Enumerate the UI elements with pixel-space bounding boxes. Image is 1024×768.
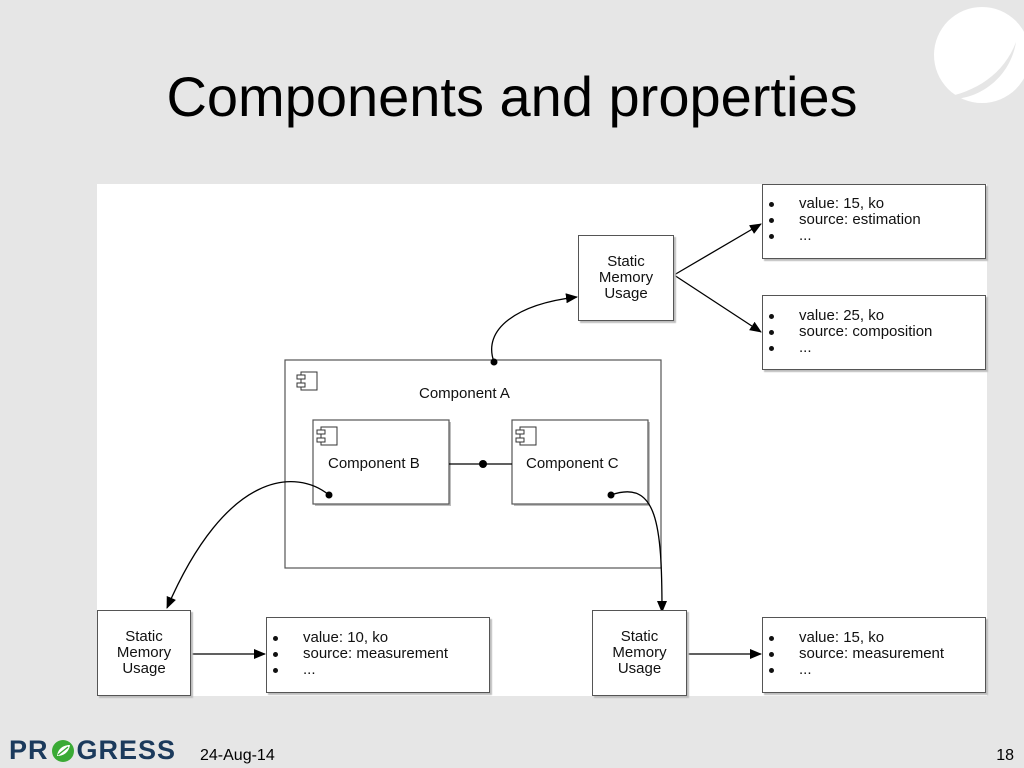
property-item: ... (273, 662, 489, 678)
diagram: Component A Component B Component C Stat… (97, 184, 987, 696)
property-item: value: 10, ko (273, 630, 489, 646)
component-a-label: Component A (419, 385, 510, 402)
properties-box-measurement-left: value: 10, ko source: measurement ... (266, 617, 490, 693)
component-b-label: Component B (328, 455, 420, 472)
a-to-smu-top-arrow (491, 293, 578, 363)
c-to-smu-right-arrow (610, 491, 667, 613)
static-memory-usage-top: Static Memory Usage (578, 235, 674, 321)
property-item: value: 25, ko (769, 308, 985, 324)
component-icon (296, 371, 318, 391)
b-to-smu-left-arrow (166, 481, 330, 609)
corner-logo-icon (934, 7, 1024, 103)
static-memory-usage-right: Static Memory Usage (592, 610, 687, 696)
property-item: value: 15, ko (769, 196, 985, 212)
property-item: value: 15, ko (769, 630, 985, 646)
leaf-o-icon (51, 739, 74, 762)
slide-date: 24-Aug-14 (200, 747, 275, 764)
property-item: source: measurement (769, 646, 985, 662)
slide-title: Components and properties (166, 65, 858, 128)
component-icon (515, 426, 537, 446)
page-number: 18 (996, 747, 1014, 764)
logo-text-start: PR (9, 735, 49, 765)
properties-box-measurement-right: value: 15, ko source: measurement ... (762, 617, 986, 693)
property-item: ... (769, 228, 985, 244)
diagram-connectors (166, 223, 762, 659)
smu-top-to-props2-arrow (673, 274, 762, 333)
smu-top-to-props1-arrow (673, 223, 762, 276)
properties-box-estimation: value: 15, ko source: estimation ... (762, 184, 986, 259)
property-item: ... (769, 340, 985, 356)
property-item: ... (769, 662, 985, 678)
property-item: source: measurement (273, 646, 489, 662)
component-icon (316, 426, 338, 446)
static-memory-usage-left: Static Memory Usage (97, 610, 191, 696)
properties-box-composition: value: 25, ko source: composition ... (762, 295, 986, 370)
logo-text-end: GRESS (76, 735, 177, 765)
component-c-label: Component C (526, 455, 619, 472)
progress-logo: PR GRESS (9, 735, 176, 766)
property-item: source: composition (769, 324, 985, 340)
property-item: source: estimation (769, 212, 985, 228)
